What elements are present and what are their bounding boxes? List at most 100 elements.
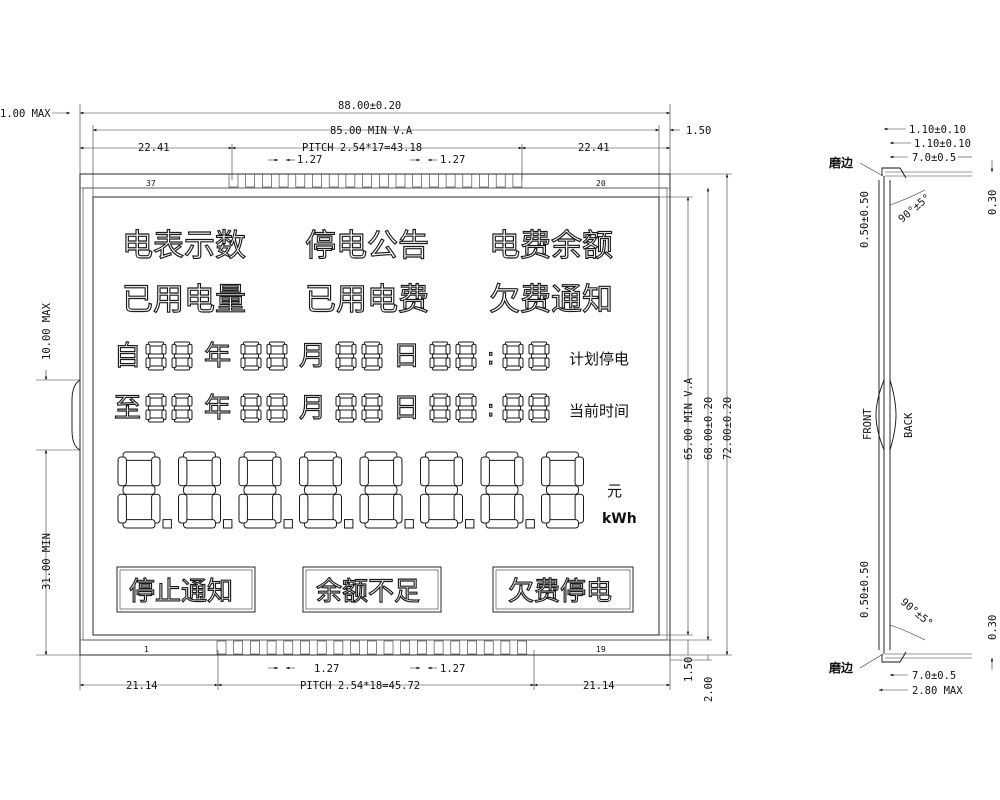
glass-outline — [79, 173, 671, 656]
digit-segment — [147, 393, 165, 399]
digit-segment — [431, 405, 449, 411]
side-angle-top: 90°±5° — [896, 192, 933, 226]
status-box-arrears-outage — [492, 566, 634, 613]
digit-segment — [299, 493, 309, 524]
digit-segment — [187, 343, 193, 355]
label-planned-outage: 计划停电 — [569, 350, 629, 368]
digit-segment — [351, 343, 357, 355]
digit-segment — [337, 405, 355, 411]
digit-segment — [518, 343, 524, 355]
label-day-1: 日 — [393, 341, 420, 372]
digit-segment — [147, 365, 165, 371]
dim-left-10max: 10.00 MAX — [41, 302, 53, 360]
digit-segment — [541, 456, 551, 487]
digit-segment — [431, 353, 449, 359]
digit-segment — [457, 417, 475, 423]
digit-segment — [122, 485, 156, 495]
digit-segment — [445, 343, 451, 355]
digit-segment — [337, 341, 355, 347]
digit-segment — [240, 343, 246, 355]
digit-segment — [173, 341, 191, 347]
digit-segment — [122, 519, 156, 529]
digit-segment — [240, 357, 246, 369]
digit-segment — [431, 417, 449, 423]
digit-segment — [420, 493, 430, 524]
colon-1: : — [487, 345, 494, 370]
digit-segment — [363, 393, 381, 399]
digit-segment — [502, 395, 508, 407]
bevel-label-bottom: 磨边 — [828, 660, 854, 675]
digit-segment — [485, 451, 519, 461]
digit-segment — [429, 395, 435, 407]
digit-segment — [145, 357, 151, 369]
digit-segment — [453, 493, 464, 524]
top-pin-row — [228, 173, 523, 188]
pin — [245, 173, 255, 188]
decimal-point — [404, 519, 414, 529]
side-offset-bottom: 0.50±0.50 — [859, 561, 871, 618]
dim-top-pin-width-right: 1.27 — [440, 154, 465, 166]
side-front-label: FRONT — [862, 408, 874, 440]
pin — [500, 640, 511, 655]
pin — [262, 173, 272, 188]
digit-segment — [514, 456, 524, 487]
digit-segment — [151, 493, 161, 524]
digit-segment — [147, 405, 165, 411]
pin — [266, 640, 277, 655]
side-angle-bottom: 90°±5° — [898, 596, 935, 630]
digit-segment — [332, 493, 343, 524]
decimal-point — [525, 519, 535, 529]
dim-bottom-right-side: 21.14 — [583, 680, 615, 692]
digit-segment — [240, 409, 246, 421]
digit-segment — [429, 343, 435, 355]
pin — [378, 173, 389, 188]
digit-segment — [147, 341, 165, 347]
pin — [483, 640, 494, 655]
digit-segment — [431, 365, 449, 371]
pin — [228, 173, 239, 188]
status-low-balance: 余额不足 — [316, 577, 420, 607]
digit-segment — [183, 451, 216, 461]
dim-top-right-side: 22.41 — [578, 142, 610, 154]
digit-segment — [485, 485, 519, 495]
digit-segment — [457, 393, 475, 399]
dim-bottom-1-50: 1.50 — [683, 657, 695, 682]
digit-segment — [530, 341, 548, 347]
digit-segment — [242, 405, 260, 411]
digit-segment — [117, 493, 127, 524]
dim-top-pitch: PITCH 2.54*17=43.18 — [302, 142, 422, 154]
digit-segment — [242, 341, 260, 347]
pin — [400, 640, 411, 655]
digit-segment — [304, 519, 337, 529]
digit-segment — [266, 409, 272, 421]
dim-bottom-pitch: PITCH 2.54*18=45.72 — [300, 680, 420, 692]
pin — [250, 640, 260, 655]
pin — [333, 640, 344, 655]
digit-segment — [457, 365, 475, 371]
digit-segment — [243, 451, 277, 461]
dim-va-width: 85.00 MIN V.A — [330, 125, 413, 137]
label-energy-used: 已用电量 — [122, 282, 246, 318]
digit-segment — [364, 519, 398, 529]
digit-segment — [242, 417, 260, 423]
digit-segment — [530, 365, 548, 371]
digit-segment — [161, 343, 167, 355]
digit-segment — [173, 405, 191, 411]
digit-segment — [502, 343, 508, 355]
status-box-low-balance — [302, 566, 442, 613]
digit-segment — [187, 395, 193, 407]
pin — [412, 173, 423, 188]
digit-segment — [238, 456, 248, 487]
digit-segment — [429, 409, 435, 421]
pin — [429, 173, 439, 188]
label-cost-used: 已用电费 — [305, 282, 429, 318]
digit-segment — [530, 417, 548, 423]
digit-segment — [272, 456, 282, 487]
digit-segment — [359, 493, 369, 524]
digit-segment — [147, 353, 165, 359]
digit-segment — [528, 343, 534, 355]
digit-segment — [178, 456, 188, 487]
pin — [345, 173, 356, 188]
digit-segment — [546, 451, 579, 461]
pin — [362, 173, 372, 188]
